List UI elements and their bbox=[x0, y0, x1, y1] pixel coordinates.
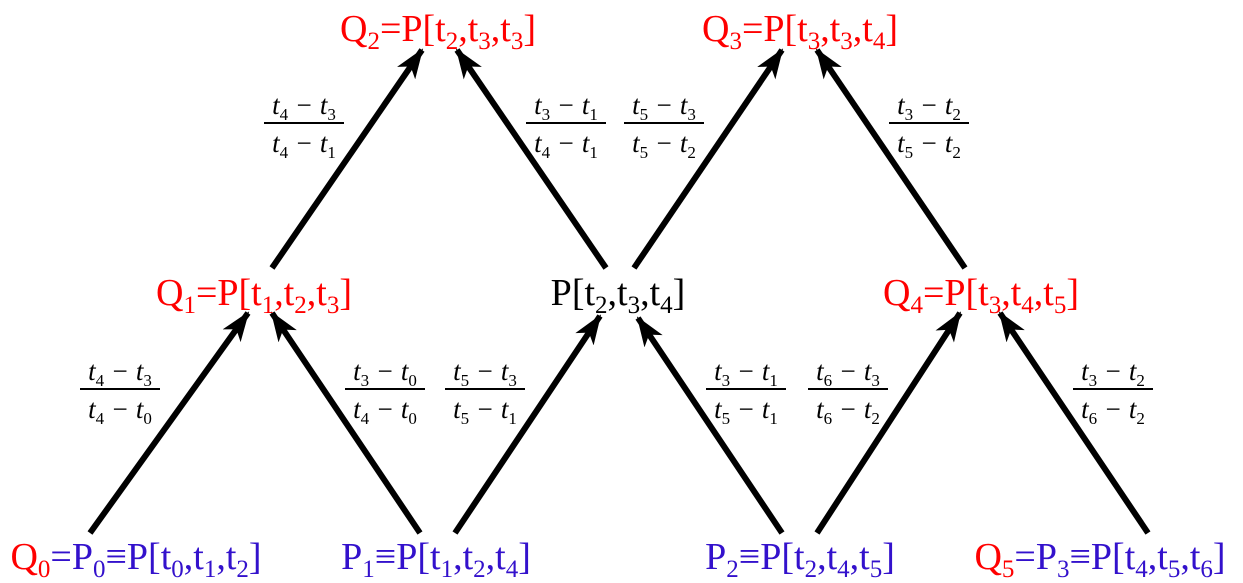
weight-q4-to-q3: t3 − t2 t5 − t2 bbox=[889, 90, 969, 161]
node-q4: Q4=P[t3,t4,t5] bbox=[882, 272, 1080, 319]
arrow-mid-to-q2 bbox=[454, 48, 609, 270]
arrow-p2-to-q4 bbox=[814, 311, 963, 535]
arrow-p1-to-mid bbox=[452, 314, 603, 535]
weight-p2-to-q4: t6 − t3 t6 − t2 bbox=[808, 356, 888, 427]
weight-q0-to-q1: t4 − t3 t4 − t0 bbox=[80, 356, 160, 427]
weight-p2-to-mid: t3 − t1 t5 − t1 bbox=[706, 356, 786, 427]
node-p-t2-t3-t4: P[t2,t3,t4] bbox=[550, 272, 686, 319]
arrow-q1-to-q2 bbox=[269, 48, 425, 270]
node-p1: P1≡P[t1,t2,t4] bbox=[341, 536, 531, 583]
node-q0-p0: Q0=P0≡P[t0,t1,t2] bbox=[10, 536, 262, 583]
node-q2: Q2=P[t2,t3,t3] bbox=[339, 8, 537, 55]
arrow-mid-to-q3 bbox=[631, 48, 785, 270]
arrow-p1-to-q1 bbox=[269, 311, 423, 535]
node-p2: P2≡P[t2,t4,t5] bbox=[705, 536, 895, 583]
arrow-p2-to-mid bbox=[635, 316, 785, 535]
arrow-q0-to-q1 bbox=[87, 311, 251, 535]
weight-p3-to-q4: t3 − t2 t6 − t2 bbox=[1073, 356, 1153, 427]
weight-p1-to-q1: t3 − t0 t4 − t0 bbox=[345, 356, 425, 427]
node-q1: Q1=P[t1,t2,t3] bbox=[155, 272, 353, 319]
weight-q1-to-q2: t4 − t3 t4 − t1 bbox=[264, 90, 344, 161]
node-q3: Q3=P[t3,t3,t4] bbox=[701, 8, 899, 55]
weight-p1-to-mid: t5 − t3 t5 − t1 bbox=[445, 356, 525, 427]
node-q5-p3: Q5=P3≡P[t4,t5,t6] bbox=[974, 536, 1226, 583]
arrow-p3-to-q4 bbox=[997, 311, 1151, 535]
weight-mid-to-q3: t5 − t3 t5 − t2 bbox=[624, 90, 704, 161]
weight-mid-to-q2: t3 − t1 t4 − t1 bbox=[526, 90, 606, 161]
arrow-q4-to-q3 bbox=[814, 48, 968, 270]
